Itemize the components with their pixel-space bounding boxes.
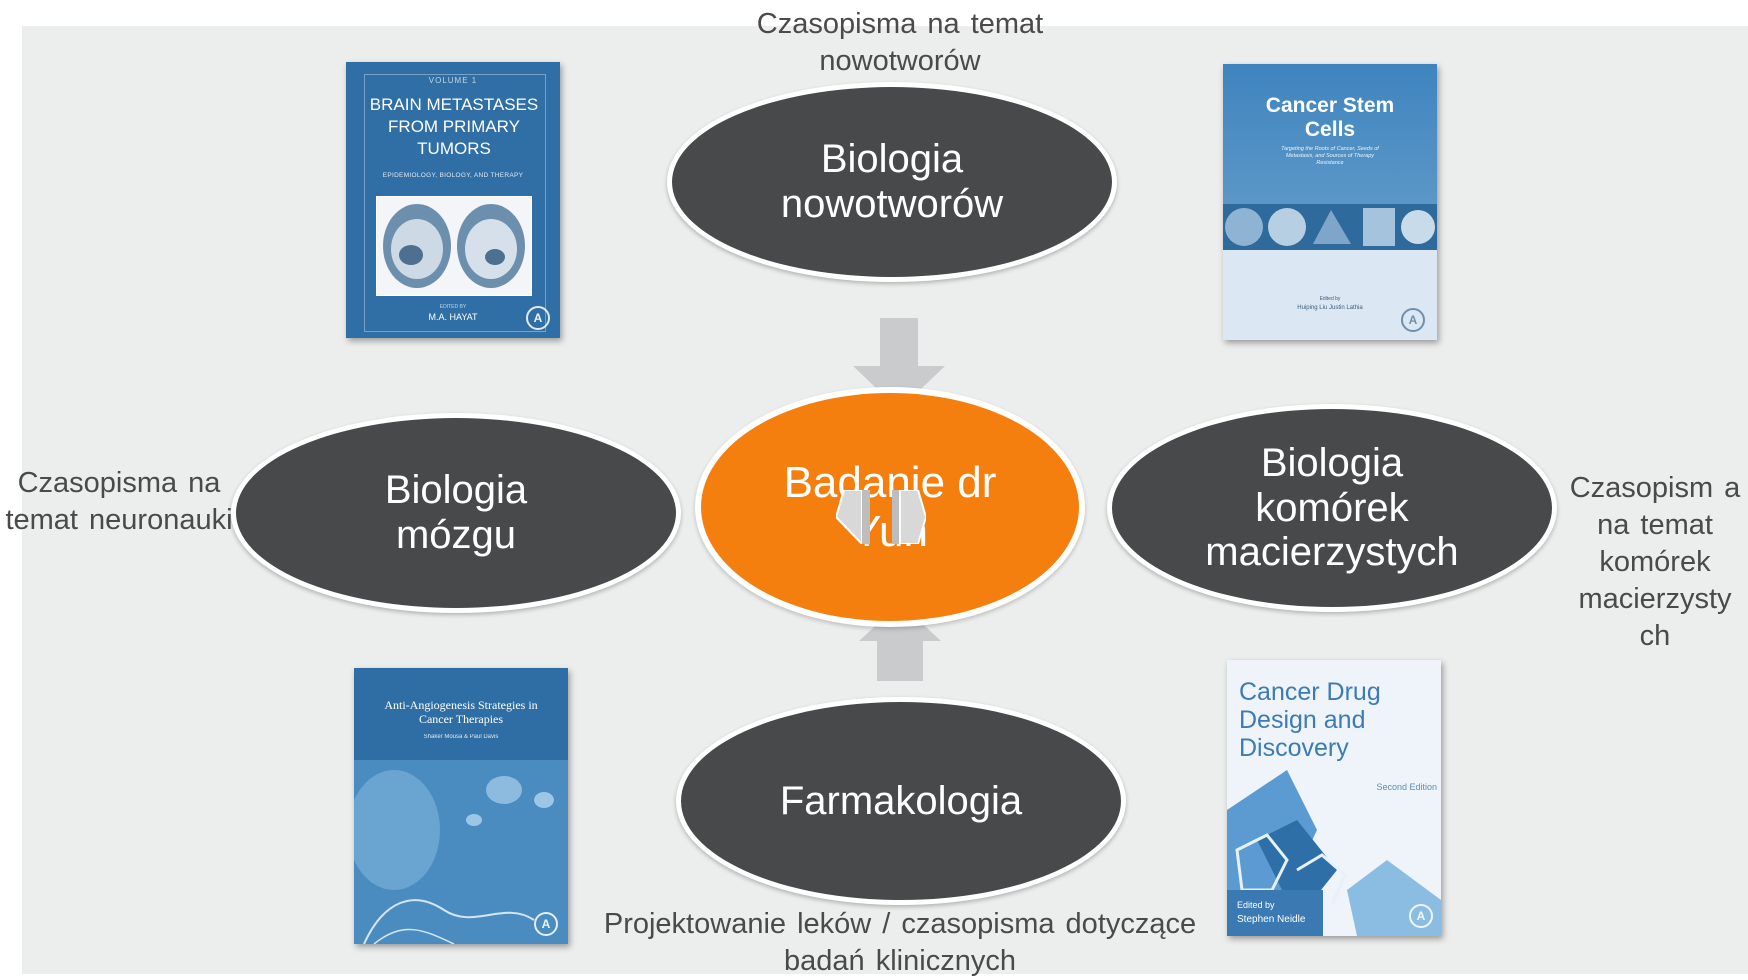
node-left-label: Biologia mózgu — [384, 468, 528, 557]
book-cancer-stem-cells: Cancer Stem Cells Targeting the Roots of… — [1223, 64, 1437, 340]
caption-bottom: Projektowanie leków / czasopisma dotyczą… — [603, 908, 1197, 978]
book-drug-edition: Second Edition — [1376, 782, 1437, 792]
overlap-glyph-icon — [836, 490, 926, 544]
node-left: Biologia mózgu — [231, 413, 681, 613]
elsevier-logo-icon: A — [534, 912, 558, 936]
book-brain-volume: VOLUME 1 — [428, 76, 478, 85]
book-drug-editor-label: Edited by — [1237, 900, 1275, 910]
caption-left: Czasopisma na temat neuronauki — [5, 467, 233, 537]
book-drug-title: Cancer Drug Design and Discovery — [1239, 678, 1381, 762]
caption-top: Czasopisma na temat nowotworów — [756, 8, 1044, 78]
node-bottom: Farmakologia — [676, 697, 1126, 905]
book-brain-title: BRAIN METASTASES FROM PRIMARY TUMORS — [369, 95, 539, 159]
node-right: Biologia komórek macierzystych — [1107, 404, 1557, 612]
book-brain-subtitle: EPIDEMIOLOGY, BIOLOGY, AND THERAPY — [382, 172, 524, 179]
book-angio-title: Anti-Angiogenesis Strategies in Cancer T… — [384, 698, 538, 727]
book-drug-editor-box: Edited by Stephen Neidle — [1227, 890, 1323, 936]
book-brain-metastases: VOLUME 1 BRAIN METASTASES FROM PRIMARY T… — [346, 62, 560, 338]
book-stem-cells-strip — [1223, 204, 1437, 250]
book-stem-editors: Huiping Liu Justin Lathia — [1297, 305, 1363, 311]
node-right-label: Biologia komórek macierzystych — [1205, 440, 1459, 575]
elsevier-logo-icon: A — [1409, 904, 1433, 928]
book-angio-cells-image — [354, 760, 568, 944]
node-top-label: Biologia nowotworów — [780, 137, 1004, 226]
book-brain-scan-image — [376, 196, 532, 296]
elsevier-logo-icon: A — [1401, 308, 1425, 332]
book-stem-title: Cancer Stem Cells — [1265, 94, 1395, 142]
book-stem-editor-label: Edited by — [1319, 296, 1341, 302]
book-brain-editor: M.A. HAYAT — [428, 312, 478, 322]
caption-right: Czasopism a na temat komórek macierzysty… — [1569, 472, 1741, 653]
book-stem-subtitle: Targeting the Roots of Cancer, Seeds of … — [1281, 146, 1379, 167]
book-cancer-drug-design: Cancer Drug Design and Discovery Second … — [1227, 660, 1441, 936]
node-bottom-label: Farmakologia — [779, 778, 1023, 823]
book-drug-editor: Stephen Neidle — [1237, 914, 1306, 925]
book-brain-editor-label: EDITED BY — [439, 304, 467, 310]
elsevier-logo-icon: A — [526, 306, 550, 330]
node-top: Biologia nowotworów — [667, 82, 1117, 282]
book-anti-angiogenesis: Anti-Angiogenesis Strategies in Cancer T… — [354, 668, 568, 944]
book-angio-authors: Shaker Mousa & Paul Davis — [423, 734, 499, 740]
